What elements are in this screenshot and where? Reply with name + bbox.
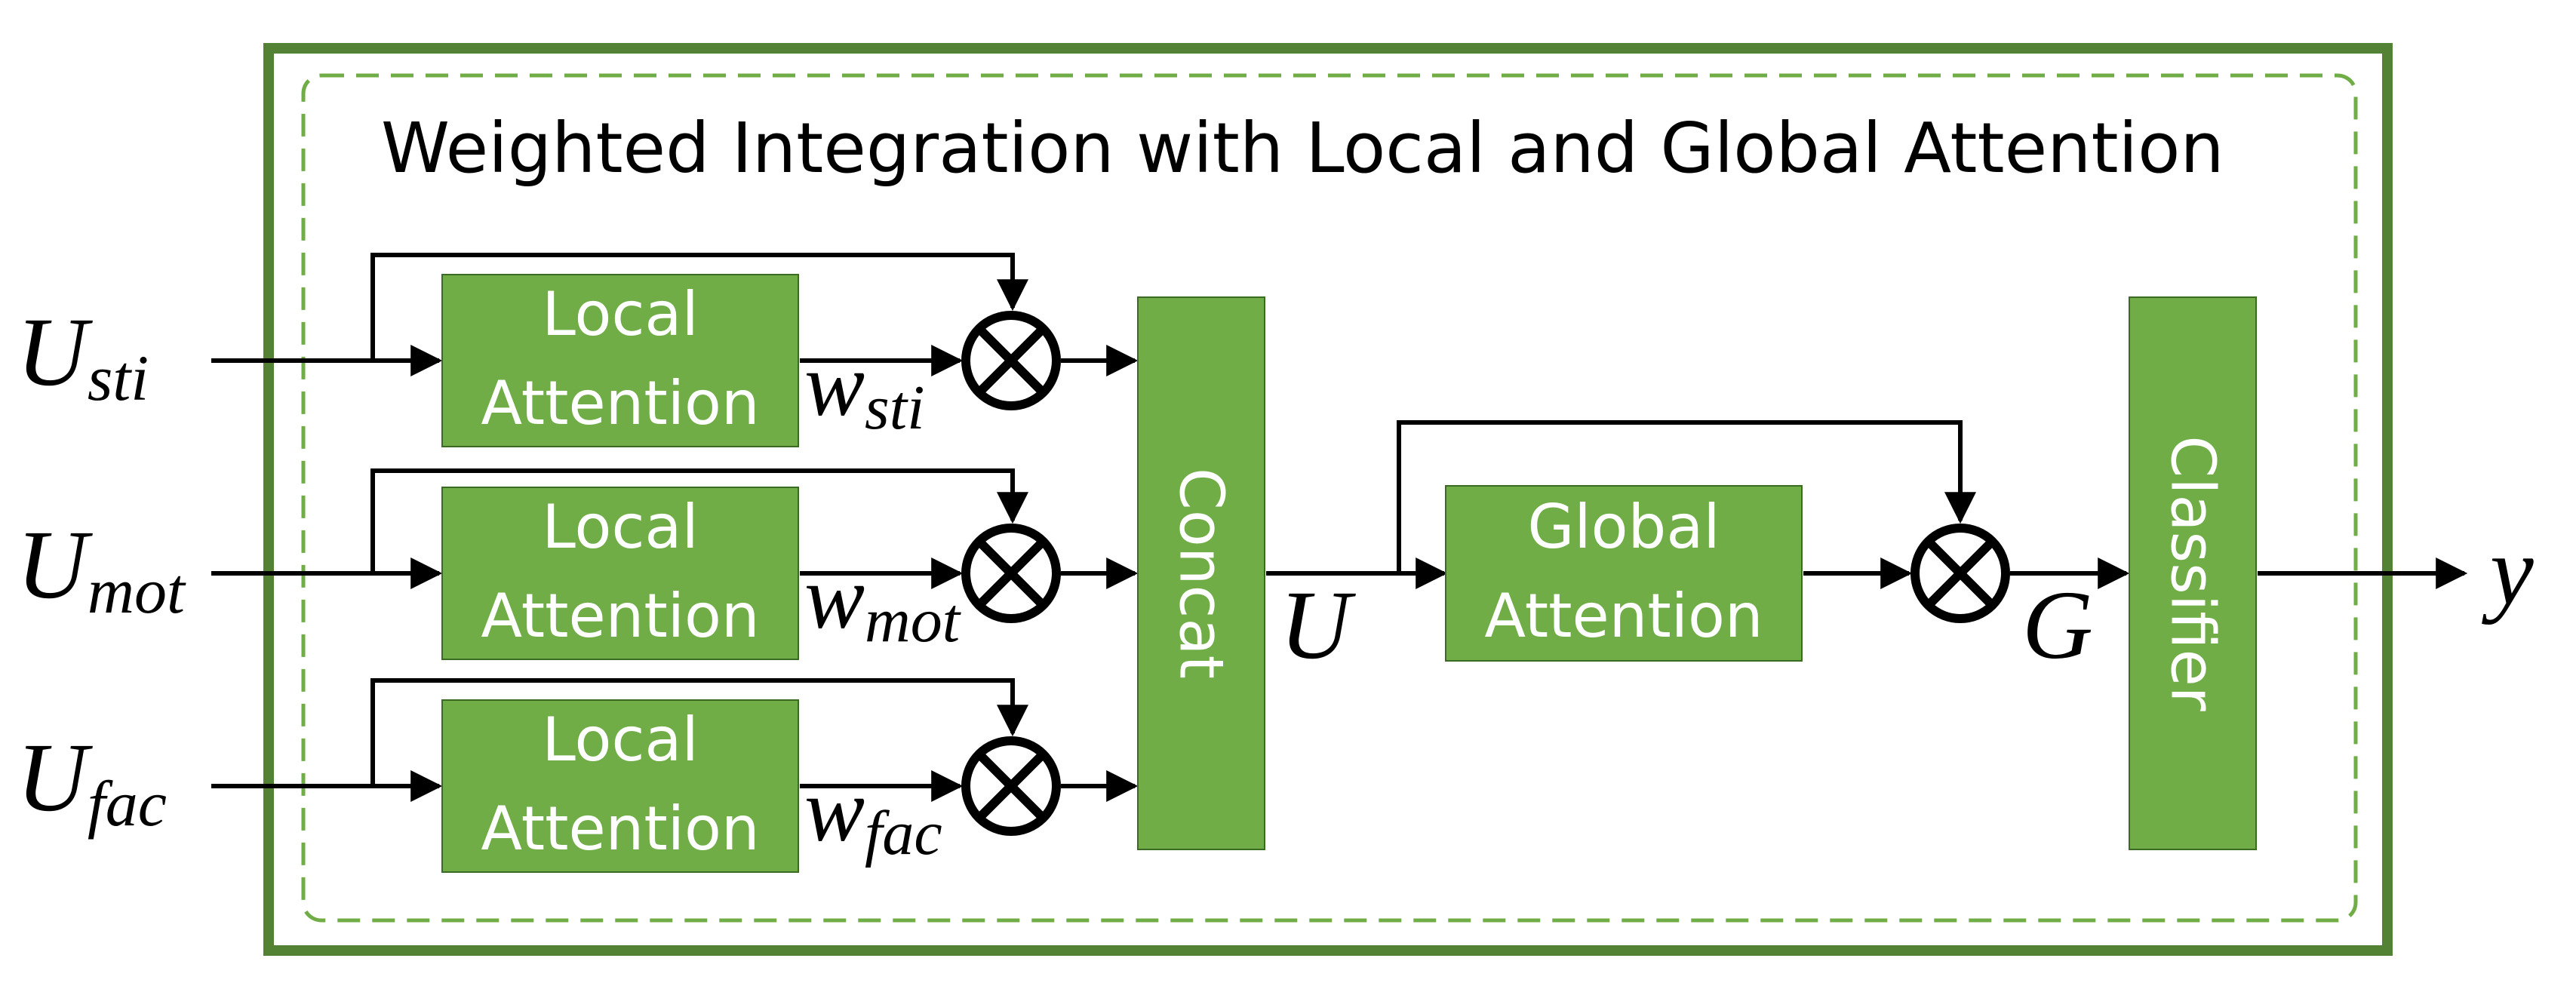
global-attention-line2: Attention [1484, 581, 1763, 651]
u-label: U [1280, 571, 1356, 680]
dashed-frame [301, 73, 2358, 923]
classifier-box: Classifier [2129, 296, 2257, 850]
weight-label-mot: wmot [804, 547, 962, 656]
skip-global-arrow [1397, 420, 1976, 573]
local-attention-fac-line2: Attention [481, 794, 759, 864]
weight-subscript-fac: fac [865, 798, 942, 868]
local-attention-mot-line2: Attention [481, 581, 759, 651]
local-attention-sti-line1: Local [542, 279, 698, 349]
classifier-label: Classifier [2158, 435, 2228, 711]
concat-label: Concat [1167, 468, 1237, 679]
multiply-global-node [1910, 524, 2010, 623]
g-label: G [2022, 571, 2093, 680]
local-attention-mot-line1: Local [542, 492, 698, 562]
local-attention-sti-box: Local Attention [441, 274, 799, 447]
weight-label-fac: wfac [804, 760, 942, 868]
weight-label-sti: wsti [804, 334, 924, 443]
output-label: y [2482, 517, 2534, 625]
multiply-mot-node [961, 524, 1061, 623]
global-attention-box: Global Attention [1445, 485, 1803, 662]
weight-subscript-sti: sti [865, 373, 924, 443]
input-symbol-sti: U [17, 298, 93, 407]
connectors [211, 253, 2468, 802]
concat-box: Concat [1137, 296, 1265, 850]
local-attention-mot-box: Local Attention [441, 487, 799, 660]
input-label-sti: Usti [17, 298, 149, 414]
global-attention-line1: Global [1527, 492, 1720, 562]
multiply-fac-node [961, 736, 1061, 836]
local-attention-sti-line2: Attention [481, 368, 759, 438]
input-subscript-mot: mot [88, 554, 186, 627]
skip-sti-arrow [370, 253, 1028, 361]
skip-mot-arrow [370, 468, 1028, 573]
outer-frame [263, 43, 2393, 956]
skip-fac-arrow [370, 678, 1028, 786]
weight-symbol-mot: w [804, 547, 865, 647]
local-attention-fac-line1: Local [542, 705, 698, 775]
local-attention-fac-box: Local Attention [441, 699, 799, 873]
diagram-title: Weighted Integration with Local and Glob… [381, 108, 2224, 189]
input-label-mot: Umot [17, 511, 186, 627]
weight-subscript-mot: mot [865, 585, 962, 656]
input-symbol-mot: U [17, 511, 93, 619]
input-symbol-fac: U [17, 723, 93, 832]
input-label-fac: Ufac [17, 723, 167, 840]
input-subscript-fac: fac [88, 767, 167, 840]
multiply-sti-node [961, 311, 1061, 410]
weight-symbol-sti: w [804, 334, 865, 435]
input-subscript-sti: sti [88, 342, 149, 414]
weight-symbol-fac: w [804, 760, 865, 860]
